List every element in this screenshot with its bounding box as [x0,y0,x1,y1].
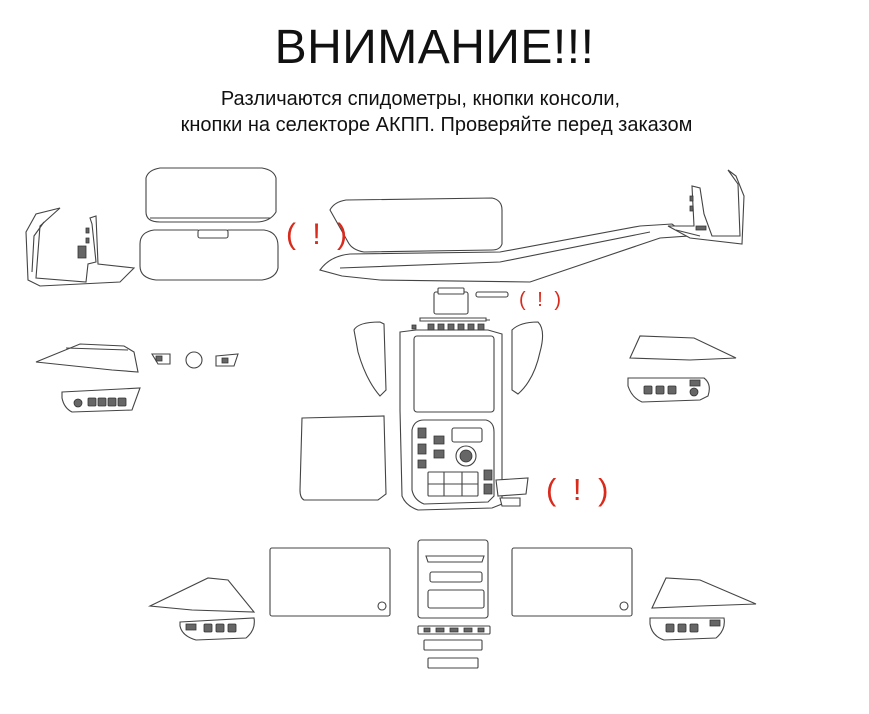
rear-console-film [418,540,490,668]
warning-title: ВНИМАНИЕ!!! [274,21,595,74]
dashboard-trim-strip-film [320,224,688,282]
rear-console-buttons [424,628,484,632]
climate-display-film [434,288,468,314]
warning-text-line-1: Различаются спидометры, кнопки консоли, [220,88,621,110]
rear-right-screen-film [512,548,632,616]
instrument-cluster-film-lower [140,230,278,280]
left-rear-door-armrest-film [150,578,254,612]
left-console-side-film [354,322,386,396]
right-front-door-armrest-film [630,336,736,360]
center-console-film [400,318,502,510]
instrument-cluster-film-upper [146,168,276,222]
right-rear-door-armrest-film [652,578,756,608]
warning-text-line-2: кнопки на селекторе АКПП. Проверяйте пер… [180,114,693,136]
left-rear-door-switch-panel [180,618,254,640]
console-button-row [412,318,486,330]
console-button-strip-film [476,292,508,297]
left-small-buttons-film [152,352,238,368]
left-front-door-switch-panel [62,388,140,412]
right-console-side-film [512,322,543,394]
left-door-trim-film [26,208,134,286]
console-buttons-warning-marker: ( ! ) [519,289,564,311]
right-front-door-switch-panel [628,378,709,402]
left-front-door-armrest-film [36,344,138,372]
left-knee-panel-film [300,416,386,500]
speedometer-warning-marker: ( ! ) [286,218,351,251]
right-rear-door-switch-panel [650,618,724,640]
selector-button-film [496,478,528,506]
gear-selector-panel [412,420,494,504]
right-door-trim-film [668,170,744,244]
dashboard-display-film [330,198,502,252]
rear-left-screen-film [270,548,390,616]
selector-warning-marker: ( ! ) [546,472,613,507]
